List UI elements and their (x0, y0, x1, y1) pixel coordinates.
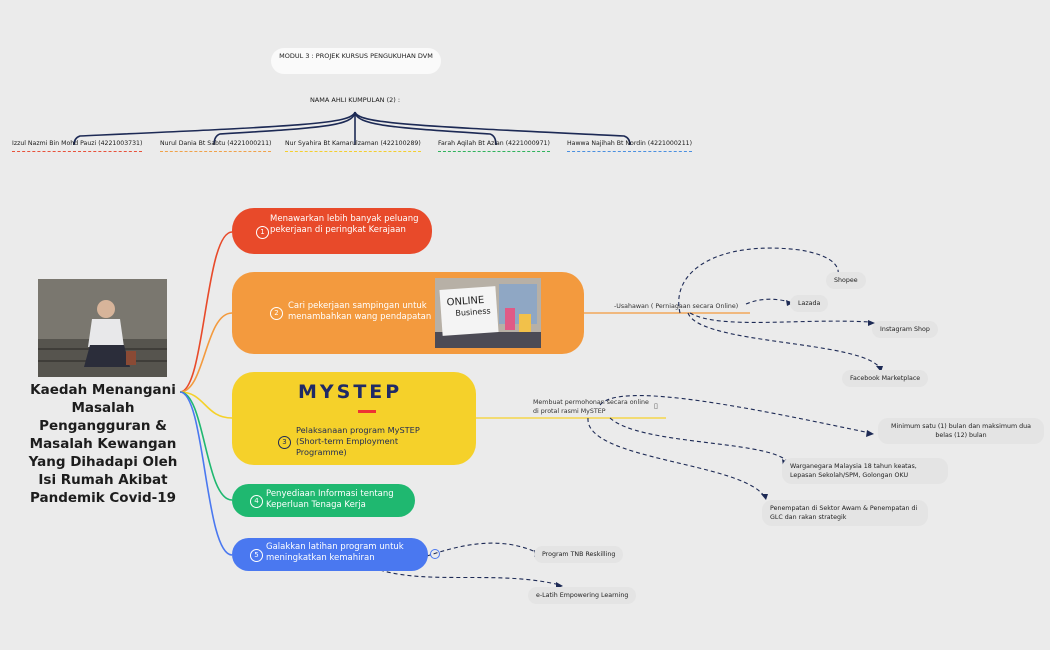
branch-4-number: 4 (250, 495, 263, 508)
member-4: Farah Aqilah Bt Azlan (4221000971) (438, 140, 550, 152)
leaf-shopee: Shopee (826, 272, 866, 289)
branch-3-number: 3 (278, 436, 291, 449)
branch-5-number: 5 (250, 549, 263, 562)
branch-2-sub-label: -Usahawan ( Perniagaan secara Online) (614, 303, 739, 310)
mystep-logo-text: MYSTEP (298, 381, 403, 403)
branch-4-text: Penyediaan Informasi tentang Keperluan T… (266, 489, 394, 510)
branch-2-number: 2 (270, 307, 283, 320)
sad-man-image (38, 279, 167, 377)
branch-1-text: Menawarkan lebih banyak peluang pekerjaa… (270, 214, 419, 235)
mystep-logo: MYSTEP (298, 383, 402, 402)
leaf-lazada: Lazada (790, 295, 829, 312)
branch-3-text: Pelaksanaan program MySTEP (Short-term E… (296, 425, 420, 457)
branch-5-text: Galakkan latihan program untuk meningkat… (266, 542, 404, 563)
leaf-tnb-reskilling: Program TNB Reskilling (534, 546, 624, 563)
branch-1-number: 1 (256, 226, 269, 239)
leaf-e-latih: e-Latih Empowering Learning (528, 587, 637, 604)
online-business-image: ONLINE Business (435, 278, 541, 348)
leaf-placement: Penempatan di Sektor Awam & Penempatan d… (762, 500, 928, 526)
leaf-instagram-shop: Instagram Shop (872, 321, 938, 338)
leaf-duration: Minimum satu (1) bulan dan maksimum dua … (878, 418, 1044, 444)
branch-2[interactable]: 2 Cari pekerjaan sampingan untuk menamba… (232, 272, 584, 354)
branch-3-sub-label: Membuat permohonan secara online di prot… (533, 399, 649, 415)
module-title: MODUL 3 : PROJEK KURSUS PENGUKUHAN DVM (279, 52, 433, 60)
central-topic: Kaedah Menangani Masalah Pengangguran & … (28, 382, 178, 506)
member-5: Hawwa Najihah Bt Nordin (4221000211) (567, 140, 693, 152)
module-title-box: MODUL 3 : PROJEK KURSUS PENGUKUHAN DVM (271, 48, 441, 74)
mystep-logo-accent (358, 410, 376, 413)
info-icon[interactable] (430, 549, 440, 559)
members-title: NAMA AHLI KUMPULAN (2) : (309, 96, 401, 104)
note-icon[interactable]: ▯ (654, 402, 658, 410)
branch-5[interactable]: 5 Galakkan latihan program untuk meningk… (232, 538, 428, 571)
leaf-eligibility: Warganegara Malaysia 18 tahun keatas, Le… (782, 458, 948, 484)
branch-4[interactable]: 4 Penyediaan Informasi tentang Keperluan… (232, 484, 415, 517)
member-3: Nur Syahira Bt Kamarulzaman (422100289) (285, 140, 421, 152)
branch-2-text: Cari pekerjaan sampingan untuk menambahk… (288, 301, 432, 322)
branch-1[interactable]: 1 Menawarkan lebih banyak peluang pekerj… (232, 208, 432, 254)
member-2: Nurul Dania Bt Sabtu (4221000211) (160, 140, 272, 152)
leaf-facebook-marketplace: Facebook Marketplace (842, 370, 929, 387)
central-photo (38, 279, 167, 377)
member-1: Izzul Nazmi Bin Mohd Pauzi (4221003731) (12, 140, 143, 152)
branch-3[interactable]: MYSTEP 3 Pelaksanaan program MySTEP (Sho… (232, 372, 476, 465)
